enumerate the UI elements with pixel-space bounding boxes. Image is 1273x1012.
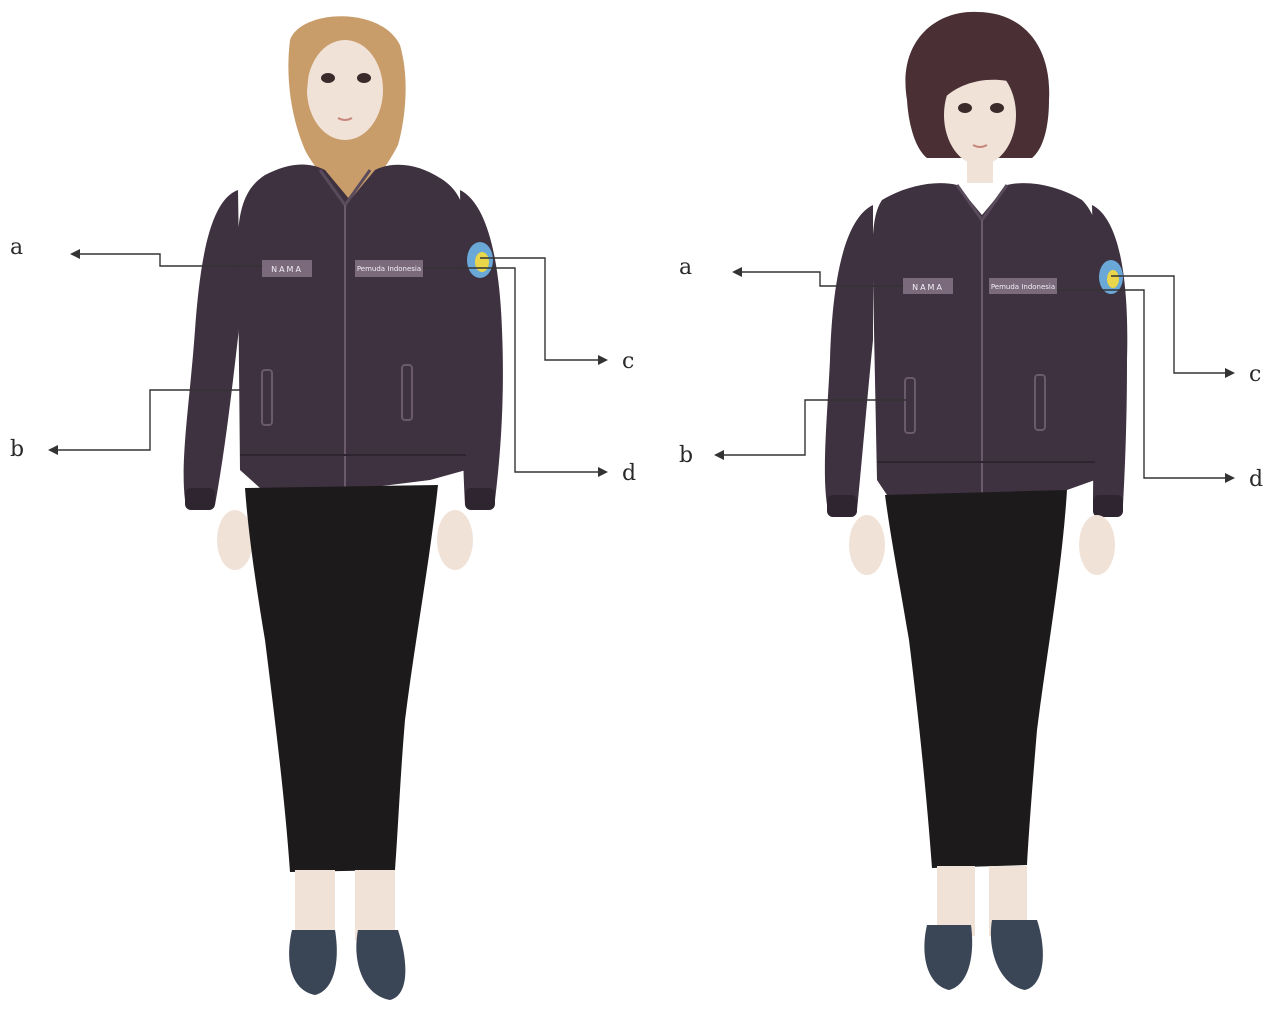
jacket (873, 183, 1101, 500)
shoe-right (991, 920, 1043, 990)
hand-left (849, 515, 885, 575)
hand-right (1079, 515, 1115, 575)
sleeve-right (460, 190, 503, 505)
callout-d: d (1249, 467, 1263, 492)
callout-a: a (679, 255, 692, 280)
eye-left (958, 103, 972, 113)
shoe-left (289, 930, 337, 995)
eye-right (357, 73, 371, 83)
eye-right (990, 103, 1004, 113)
sleeve-left (184, 190, 240, 505)
sleeve-left (825, 205, 873, 510)
callout-c: c (622, 349, 634, 374)
skirt (245, 485, 438, 872)
eye-left (321, 73, 335, 83)
shoe-right (356, 930, 405, 1000)
skirt (885, 490, 1067, 868)
jacket (238, 165, 469, 490)
sleeve-right (1092, 205, 1127, 510)
callout-a: a (10, 235, 23, 260)
face (307, 40, 383, 140)
figure-hijab: NAMA Pemuda Indonesia (0, 0, 636, 1012)
callout-b: b (10, 437, 24, 462)
shoe-left (924, 925, 972, 990)
callout-d: d (622, 461, 636, 486)
name-tag-label: NAMA (912, 283, 944, 292)
hand-left (217, 510, 253, 570)
figure-short-hair: NAMA Pemuda Indonesia (637, 0, 1273, 1012)
chest-tag-label: Pemuda Indonesia (991, 283, 1055, 291)
callout-b: b (679, 443, 693, 468)
chest-tag-label: Pemuda Indonesia (357, 265, 421, 273)
callout-c: c (1249, 362, 1261, 387)
hand-right (437, 510, 473, 570)
name-tag-label: NAMA (271, 265, 303, 274)
